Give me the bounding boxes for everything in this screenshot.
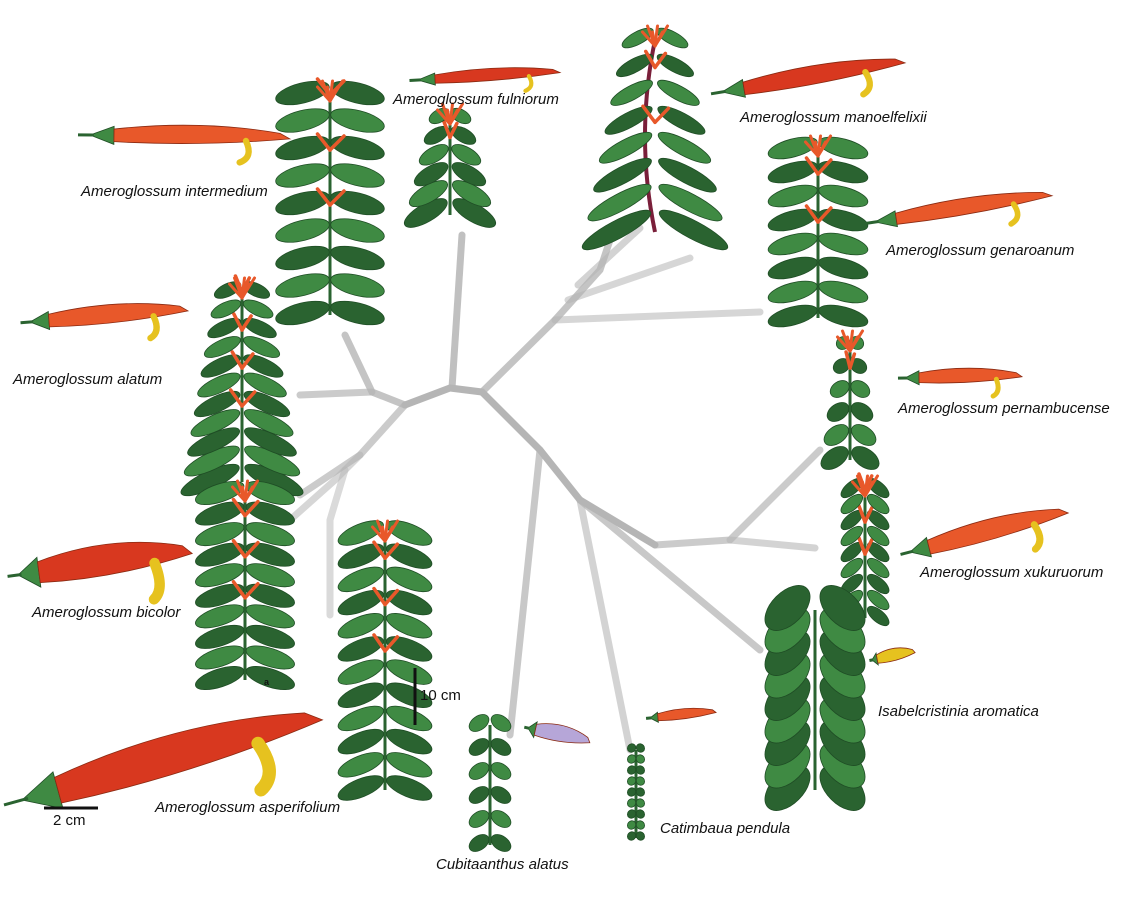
branch-to-alatum: [300, 392, 372, 395]
branch-lower-right: [482, 392, 655, 545]
branch-to-cubitaanthus: [510, 450, 540, 735]
label-intermedium: Ameroglossum intermedium: [81, 183, 268, 201]
flower-scale-label: 2 cm: [53, 812, 86, 829]
label-alatum: Ameroglossum alatum: [13, 371, 162, 389]
plant-isabelcristinia: [757, 577, 874, 819]
flower-isabelcristinia: [868, 645, 916, 667]
flower-catimbaua: [645, 706, 716, 724]
plant-fulniorum: [400, 104, 499, 233]
label-fulniorum: Ameroglossum fulniorum: [393, 91, 559, 109]
branch-to-xukuruorum: [730, 540, 815, 548]
panel-letter: a: [264, 677, 269, 687]
plant-catimbaua: [626, 742, 647, 842]
branch-to-genaroanum-b: [555, 312, 760, 320]
label-asperifolium: Ameroglossum asperifolium: [155, 799, 340, 817]
plant-bicolor: [193, 477, 297, 695]
plant-scale-label: 10 cm: [420, 687, 461, 704]
branch-upper-right: [482, 225, 615, 392]
plant-asperifolium: [335, 516, 435, 806]
label-cubitaanthus: Cubitaanthus alatus: [436, 856, 569, 874]
label-xukuruorum: Ameroglossum xukuruorum: [920, 564, 1103, 582]
plant-intermedium: [273, 77, 386, 330]
label-bicolor: Ameroglossum bicolor: [32, 604, 180, 622]
label-pernambucense: Ameroglossum pernambucense: [898, 400, 1110, 418]
flower-intermedium: [78, 124, 291, 164]
plant-genaroanum: [766, 133, 870, 331]
flower-pernambucense: [898, 367, 1023, 397]
flower-genaroanum: [863, 185, 1056, 246]
label-catimbaua: Catimbaua pendula: [660, 820, 790, 838]
plant-pernambucense: [817, 331, 883, 474]
branch-to-pernambucense: [655, 450, 820, 545]
flower-cubitaanthus: [523, 717, 593, 749]
label-genaroanum: Ameroglossum genaroanum: [886, 242, 1074, 260]
plant-manoelfelixii: [578, 24, 731, 256]
label-manoelfelixii: Ameroglossum manoelfelixii: [740, 109, 927, 127]
branch-root: [405, 388, 482, 405]
label-isabelcristinia: Isabelcristinia aromatica: [878, 703, 1039, 721]
flower-alatum: [20, 299, 190, 348]
flower-asperifolium: [0, 695, 336, 856]
branch-to-fulniorum: [452, 235, 462, 388]
branch-left-lower: [300, 405, 405, 495]
